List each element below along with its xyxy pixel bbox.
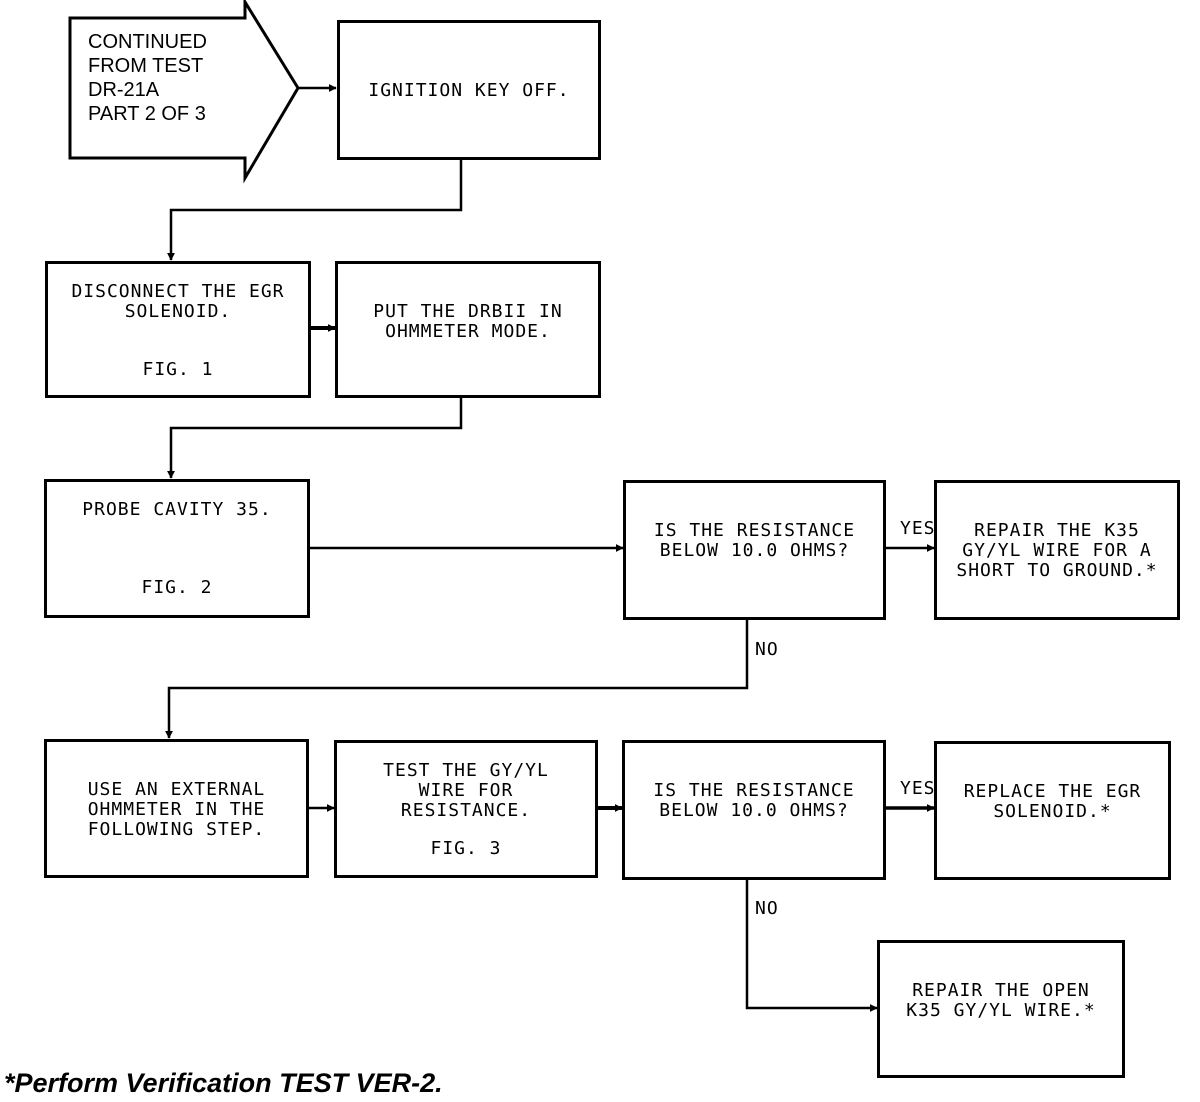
entry-arrow-shape <box>68 0 300 184</box>
no-label-2: NO <box>755 898 779 919</box>
repair-open-text: REPAIR THE OPEN K35 GY/YL WIRE.* <box>906 980 1096 1021</box>
connector-question2-no <box>745 880 878 1012</box>
fig-1-label: FIG. 1 <box>142 359 214 380</box>
repair-open-box: REPAIR THE OPEN K35 GY/YL WIRE.* <box>877 940 1125 1078</box>
question-2-box: IS THE RESISTANCE BELOW 10.0 OHMS? <box>622 740 886 880</box>
question-1-text: IS THE RESISTANCE BELOW 10.0 OHMS? <box>653 520 856 561</box>
connector-question1-no <box>165 620 749 739</box>
repair-short-box: REPAIR THE K35 GY/YL WIRE FOR A SHORT TO… <box>934 480 1180 620</box>
fig-3-label: FIG. 3 <box>430 838 502 859</box>
footnote: *Perform Verification TEST VER-2. <box>4 1068 443 1098</box>
entry-arrow-text: CONTINUED FROM TEST DR-21A PART 2 OF 3 <box>88 31 207 125</box>
test-wire-text: TEST THE GY/YL WIRE FOR RESISTANCE. <box>383 760 549 821</box>
question-1-box: IS THE RESISTANCE BELOW 10.0 OHMS? <box>623 480 886 620</box>
fig-2-label: FIG. 2 <box>141 577 213 598</box>
ignition-key-off-box: IGNITION KEY OFF. <box>337 20 601 160</box>
probe-cavity-box: PROBE CAVITY 35. FIG. 2 <box>44 479 310 618</box>
replace-egr-text: REPLACE THE EGR SOLENOID.* <box>963 781 1142 822</box>
ignition-key-off-text: IGNITION KEY OFF. <box>368 80 570 101</box>
disconnect-egr-text: DISCONNECT THE EGR SOLENOID. <box>71 281 285 322</box>
test-wire-box: TEST THE GY/YL WIRE FOR RESISTANCE. FIG.… <box>334 740 598 878</box>
repair-short-text: REPAIR THE K35 GY/YL WIRE FOR A SHORT TO… <box>956 520 1158 581</box>
external-ohmmeter-text: USE AN EXTERNAL OHMMETER IN THE FOLLOWIN… <box>87 779 266 840</box>
connector-ignition-to-disconnect <box>167 160 463 261</box>
external-ohmmeter-box: USE AN EXTERNAL OHMMETER IN THE FOLLOWIN… <box>44 739 309 878</box>
question-2-text: IS THE RESISTANCE BELOW 10.0 OHMS? <box>653 780 855 821</box>
yes-label-1: YES <box>900 518 936 539</box>
probe-cavity-text: PROBE CAVITY 35. <box>82 499 272 520</box>
disconnect-egr-box: DISCONNECT THE EGR SOLENOID. FIG. 1 <box>45 261 311 398</box>
connector-drbii-to-probe <box>167 398 463 479</box>
yes-label-2: YES <box>900 778 936 799</box>
replace-egr-box: REPLACE THE EGR SOLENOID.* <box>934 741 1171 880</box>
drbii-ohmmeter-box: PUT THE DRBII IN OHMMETER MODE. <box>335 261 601 398</box>
drbii-ohmmeter-text: PUT THE DRBII IN OHMMETER MODE. <box>373 301 563 342</box>
no-label-1: NO <box>755 639 779 660</box>
